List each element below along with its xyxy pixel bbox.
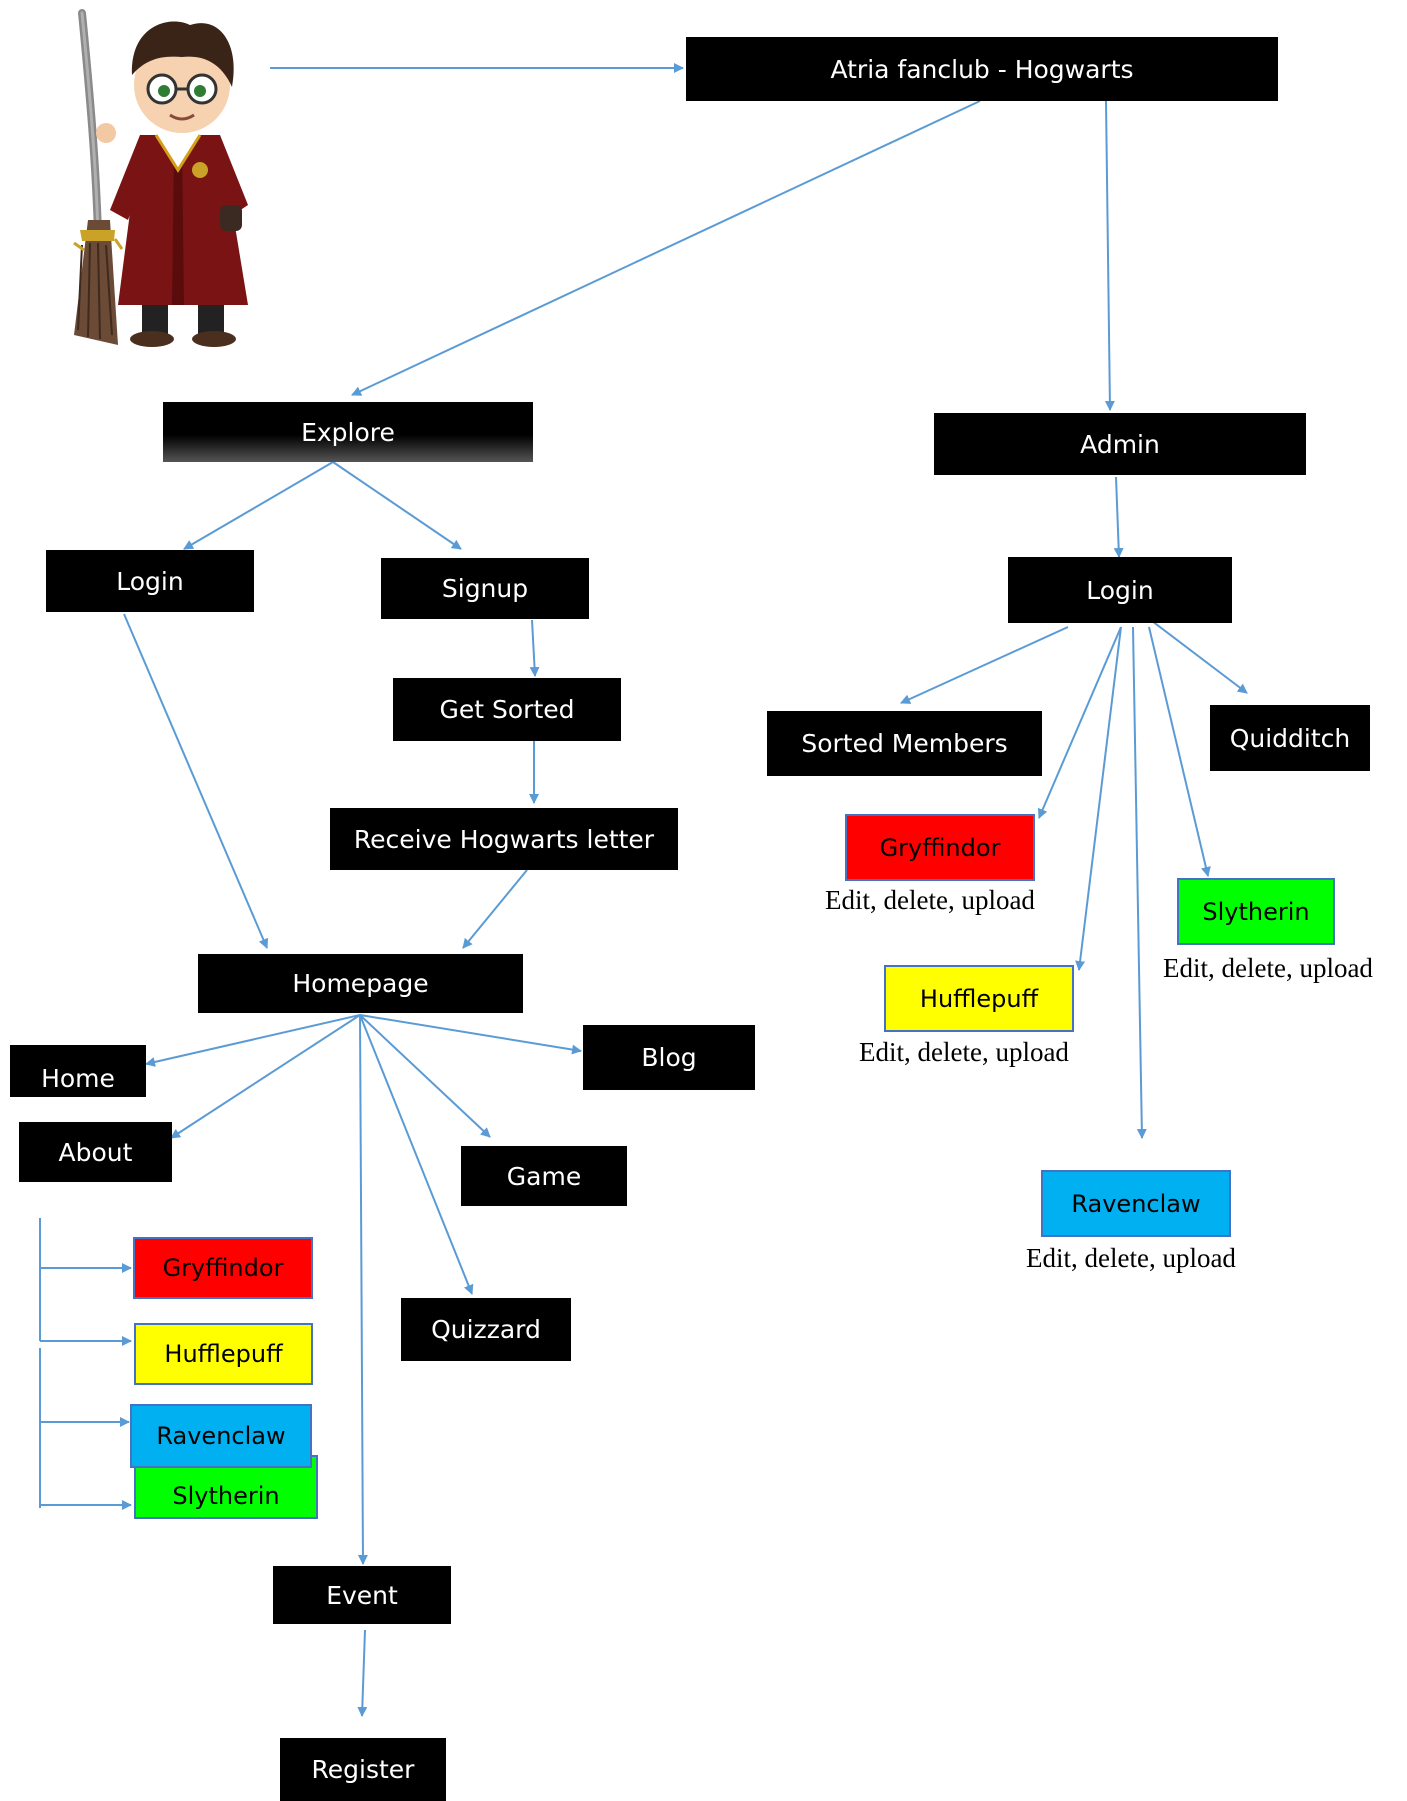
admin-hufflepuff-caption: Edit, delete, upload: [859, 1037, 1069, 1067]
arrow-explore-login: [183, 461, 334, 550]
arrow-signup-getsorted: [529, 619, 540, 677]
arrow-event-register: [357, 1629, 368, 1717]
arrow-homepage-game: [359, 1014, 491, 1138]
admin-ravenclaw-node: Ravenclaw: [1041, 1170, 1231, 1237]
arrow-login-hufflepuff: [1075, 626, 1122, 971]
about-node: About: [19, 1122, 172, 1182]
admin-node: Admin: [934, 413, 1306, 475]
arrow-letter-homepage: [462, 869, 528, 949]
arrow-title-explore: [351, 100, 981, 396]
admin-slytherin-node: Slytherin: [1177, 878, 1335, 945]
quidditch-node: Quidditch: [1210, 705, 1370, 771]
arrow-homepage-blog: [359, 1014, 582, 1055]
blog-node: Blog: [583, 1025, 755, 1090]
admin-ravenclaw-caption: Edit, delete, upload: [1026, 1243, 1236, 1273]
quizzard-node: Quizzard: [401, 1298, 571, 1361]
arrow-login-homepage: [123, 613, 269, 949]
explore-node: Explore: [163, 402, 533, 462]
get-sorted-node: Get Sorted: [393, 678, 621, 741]
signup-node: Signup: [381, 558, 589, 619]
homepage-node: Homepage: [198, 954, 523, 1013]
arrow-login-gryffindor: [1037, 626, 1122, 819]
admin-gryffindor-node: Gryffindor: [845, 814, 1035, 881]
about-hufflepuff-node: Hufflepuff: [134, 1323, 313, 1385]
arrow-login-slytherin: [1148, 626, 1211, 877]
admin-gryffindor-caption: Edit, delete, upload: [825, 885, 1035, 915]
admin-login-node: Login: [1008, 557, 1232, 623]
event-node: Event: [273, 1566, 451, 1624]
login-node: Login: [46, 550, 254, 612]
wizard-with-broom-icon: [73, 9, 248, 347]
register-node: Register: [280, 1738, 446, 1801]
about-gryffindor-node: Gryffindor: [133, 1237, 313, 1299]
about-ravenclaw-node: Ravenclaw: [130, 1404, 312, 1468]
arrow-login-quidditch: [1151, 620, 1248, 694]
home-node: Home: [10, 1045, 146, 1097]
arrow-homepage-event: [357, 1014, 368, 1565]
admin-hufflepuff-node: Hufflepuff: [884, 965, 1074, 1032]
admin-slytherin-caption: Edit, delete, upload: [1163, 953, 1373, 983]
arrow-homepage-quizzard: [359, 1014, 474, 1295]
arrow-title-admin: [1104, 100, 1115, 411]
arrow-homepage-about: [170, 1014, 361, 1139]
arrow-homepage-home: [145, 1014, 361, 1067]
sorted-members-node: Sorted Members: [767, 711, 1042, 776]
arrow-admin-login: [1113, 476, 1124, 558]
arrow-login-sortedmembers: [900, 626, 1069, 704]
game-node: Game: [461, 1146, 627, 1206]
receive-letter-node: Receive Hogwarts letter: [330, 808, 678, 870]
title-node: Atria fanclub - Hogwarts: [686, 37, 1278, 101]
arrow-login-ravenclaw: [1132, 626, 1147, 1139]
arrow-explore-signup: [332, 461, 462, 550]
